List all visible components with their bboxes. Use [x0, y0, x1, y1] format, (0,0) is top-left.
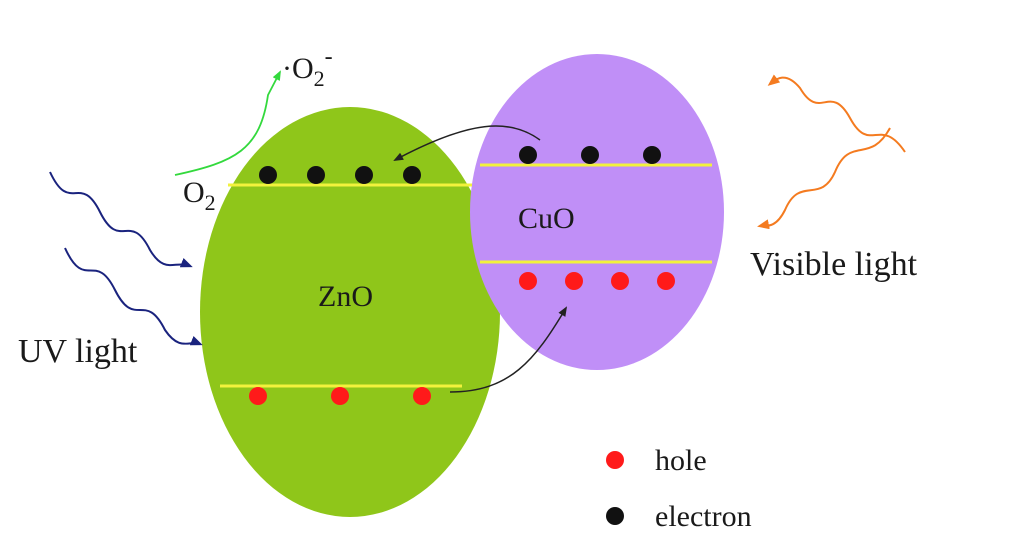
cuo-hole — [657, 272, 675, 290]
cuo-hole — [519, 272, 537, 290]
zno-hole — [331, 387, 349, 405]
zno-electron — [355, 166, 373, 184]
visible-light-label: Visible light — [750, 246, 918, 283]
o2-label: O2 — [183, 176, 216, 215]
o2-subscript: 2 — [205, 190, 216, 215]
zno-electron — [403, 166, 421, 184]
legend-electron-marker — [606, 507, 624, 525]
oxygen-radical-arrow — [174, 70, 281, 176]
radical-subscript: 2 — [314, 66, 325, 91]
superoxide-radical-label: ·O2- — [282, 44, 333, 91]
cuo-electron — [519, 146, 537, 164]
cuo-label: CuO — [518, 202, 575, 235]
zno-holes — [249, 387, 431, 405]
zno-hole — [413, 387, 431, 405]
cuo-particle — [470, 54, 724, 370]
electron-transfer-arrow — [393, 125, 541, 161]
zno-hole — [249, 387, 267, 405]
visible-wave-3 — [757, 127, 891, 230]
cuo-hole — [565, 272, 583, 290]
zno-electrons — [259, 166, 421, 184]
legend-electron-label: electron — [655, 500, 752, 533]
uv-wave-1 — [49, 171, 193, 268]
uv-light-label: UV light — [18, 333, 138, 370]
legend-hole-marker — [606, 451, 624, 469]
radical-base: O — [292, 52, 314, 85]
zno-label: ZnO — [318, 280, 373, 313]
uv-wave-2 — [64, 247, 203, 346]
o2-base: O — [183, 176, 205, 209]
hole-transfer-arrow — [449, 306, 568, 393]
zno-particle — [200, 107, 500, 517]
visible-wave-2 — [778, 56, 880, 120]
radical-dot: · — [282, 52, 292, 85]
zno-electron — [307, 166, 325, 184]
zno-electron — [259, 166, 277, 184]
radical-superscript: - — [325, 44, 333, 70]
cuo-hole — [611, 272, 629, 290]
cuo-electron — [581, 146, 599, 164]
legend-hole-label: hole — [655, 444, 707, 477]
cuo-holes — [519, 272, 675, 290]
visible-wave-1 — [767, 74, 906, 153]
cuo-electron — [643, 146, 661, 164]
legend: hole electron — [606, 444, 752, 533]
cuo-electrons — [519, 146, 661, 164]
